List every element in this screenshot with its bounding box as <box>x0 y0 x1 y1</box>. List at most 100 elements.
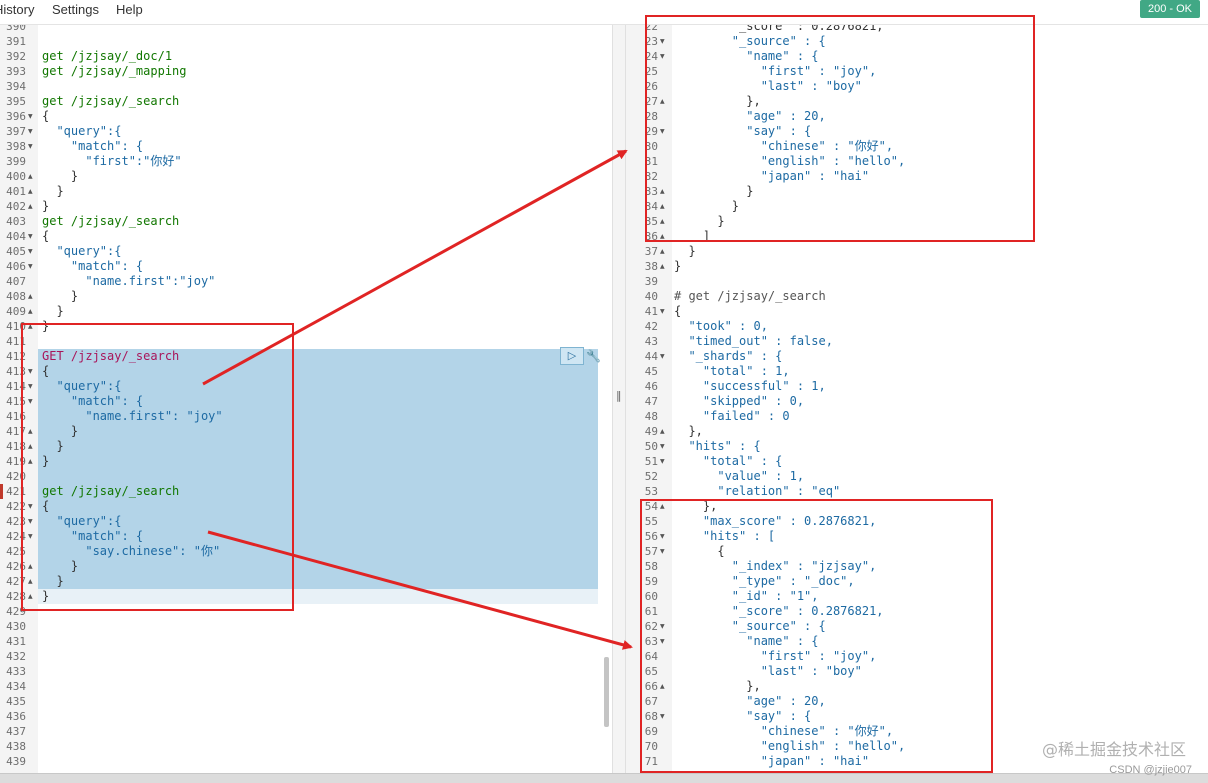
fold-toggle-icon[interactable]: ▼ <box>28 128 33 135</box>
fold-toggle-icon[interactable]: ▲ <box>660 98 665 105</box>
fold-toggle-icon[interactable]: ▲ <box>660 248 665 255</box>
menu-help[interactable]: Help <box>116 2 143 17</box>
fold-toggle-icon[interactable]: ▼ <box>28 143 33 150</box>
code-text: { <box>42 499 50 513</box>
line-number: 428 <box>6 590 26 603</box>
fold-toggle-icon[interactable]: ▼ <box>660 533 665 540</box>
fold-toggle-icon[interactable]: ▲ <box>660 428 665 435</box>
fold-toggle-icon[interactable]: ▼ <box>28 113 33 120</box>
code-text: "name.first": "joy" <box>42 409 223 423</box>
line-number: 36 <box>644 230 658 243</box>
fold-toggle-icon[interactable]: ▲ <box>28 593 33 600</box>
fold-toggle-icon[interactable]: ▲ <box>660 188 665 195</box>
fold-toggle-icon[interactable]: ▲ <box>28 203 33 210</box>
fold-toggle-icon[interactable]: ▼ <box>660 548 665 555</box>
code-text: } <box>674 199 740 213</box>
fold-toggle-icon[interactable]: ▼ <box>660 353 665 360</box>
response-line: 54▲ }, <box>626 499 1208 514</box>
fold-toggle-icon[interactable]: ▼ <box>660 713 665 720</box>
code-text: "match": { <box>42 394 144 408</box>
request-line: 406▼ "match": { <box>0 259 612 274</box>
line-number: 416 <box>6 410 26 423</box>
code-text: "last" : "boy" <box>674 664 862 678</box>
code-text: } <box>674 214 725 228</box>
fold-toggle-icon[interactable]: ▼ <box>28 263 33 270</box>
code-text: "hits" : { <box>674 439 761 453</box>
fold-toggle-icon[interactable]: ▲ <box>28 443 33 450</box>
response-line: 70 "english" : "hello", <box>626 739 1208 754</box>
line-number: 56 <box>644 530 658 543</box>
code-text: "_source" : { <box>674 619 826 633</box>
request-line: 439 <box>0 754 612 769</box>
fold-toggle-icon[interactable]: ▲ <box>28 293 33 300</box>
fold-toggle-icon[interactable]: ▲ <box>28 563 33 570</box>
fold-toggle-icon[interactable]: ▼ <box>660 638 665 645</box>
request-line: 398▼ "match": { <box>0 139 612 154</box>
fold-toggle-icon[interactable]: ▼ <box>660 53 665 60</box>
fold-toggle-icon[interactable]: ▼ <box>28 368 33 375</box>
code-text: { <box>42 229 50 243</box>
editor-scrollbar[interactable] <box>604 657 609 727</box>
fold-toggle-icon[interactable]: ▲ <box>28 578 33 585</box>
code-text: "skipped" : 0, <box>674 394 805 408</box>
request-line: 396▼{ <box>0 109 612 124</box>
fold-toggle-icon[interactable]: ▲ <box>28 308 33 315</box>
fold-toggle-icon[interactable]: ▼ <box>28 518 33 525</box>
fold-toggle-icon[interactable]: ▼ <box>28 503 33 510</box>
fold-toggle-icon[interactable]: ▲ <box>660 233 665 240</box>
line-number: 417 <box>6 425 26 438</box>
fold-toggle-icon[interactable]: ▼ <box>660 128 665 135</box>
menu-settings[interactable]: Settings <box>52 2 99 17</box>
line-number: 49 <box>644 425 658 438</box>
line-number: 410 <box>6 320 26 333</box>
line-number: 27 <box>644 95 658 108</box>
fold-toggle-icon[interactable]: ▼ <box>28 383 33 390</box>
line-number: 69 <box>644 725 658 738</box>
fold-toggle-icon[interactable]: ▼ <box>660 38 665 45</box>
response-line: 56▼ "hits" : [ <box>626 529 1208 544</box>
run-request-button[interactable]: ▷ <box>560 347 584 365</box>
fold-toggle-icon[interactable]: ▲ <box>28 428 33 435</box>
fold-toggle-icon[interactable]: ▼ <box>660 458 665 465</box>
fold-toggle-icon[interactable]: ▼ <box>28 533 33 540</box>
response-line: 39 <box>626 274 1208 289</box>
line-number: 415 <box>6 395 26 408</box>
request-line: 408▲ } <box>0 289 612 304</box>
line-number: 411 <box>6 335 26 348</box>
menu-history[interactable]: History <box>0 2 35 17</box>
code-text: }, <box>674 424 703 438</box>
fold-toggle-icon[interactable]: ▲ <box>28 323 33 330</box>
response-line: 43 "timed_out" : false, <box>626 334 1208 349</box>
line-number: 43 <box>644 335 658 348</box>
code-text: "age" : 20, <box>674 694 826 708</box>
line-number: 55 <box>644 515 658 528</box>
fold-toggle-icon[interactable]: ▼ <box>28 398 33 405</box>
fold-toggle-icon[interactable]: ▲ <box>28 173 33 180</box>
line-number: 393 <box>6 65 26 78</box>
line-number: 402 <box>6 200 26 213</box>
code-text: "last" : "boy" <box>674 79 862 93</box>
line-number: 399 <box>6 155 26 168</box>
request-line: 411 <box>0 334 612 349</box>
line-number: 33 <box>644 185 658 198</box>
fold-toggle-icon[interactable]: ▲ <box>660 503 665 510</box>
fold-toggle-icon[interactable]: ▼ <box>660 443 665 450</box>
fold-toggle-icon[interactable]: ▼ <box>660 308 665 315</box>
fold-toggle-icon[interactable]: ▼ <box>28 233 33 240</box>
fold-toggle-icon[interactable]: ▲ <box>28 188 33 195</box>
fold-toggle-icon[interactable]: ▲ <box>660 263 665 270</box>
fold-toggle-icon[interactable]: ▲ <box>660 683 665 690</box>
response-viewer[interactable]: 22 "_score" : 0.2876821,23▼ "_source" : … <box>626 25 1208 773</box>
wrench-icon[interactable]: 🔧 <box>586 349 601 363</box>
fold-toggle-icon[interactable]: ▲ <box>660 203 665 210</box>
fold-toggle-icon[interactable]: ▲ <box>28 458 33 465</box>
code-text: "took" : 0, <box>674 319 768 333</box>
fold-toggle-icon[interactable]: ▼ <box>660 623 665 630</box>
code-text: "_score" : 0.2876821, <box>674 604 884 618</box>
fold-toggle-icon[interactable]: ▼ <box>28 248 33 255</box>
pane-resizer[interactable]: ‖ <box>612 25 626 773</box>
fold-toggle-icon[interactable]: ▲ <box>660 218 665 225</box>
line-number: 48 <box>644 410 658 423</box>
